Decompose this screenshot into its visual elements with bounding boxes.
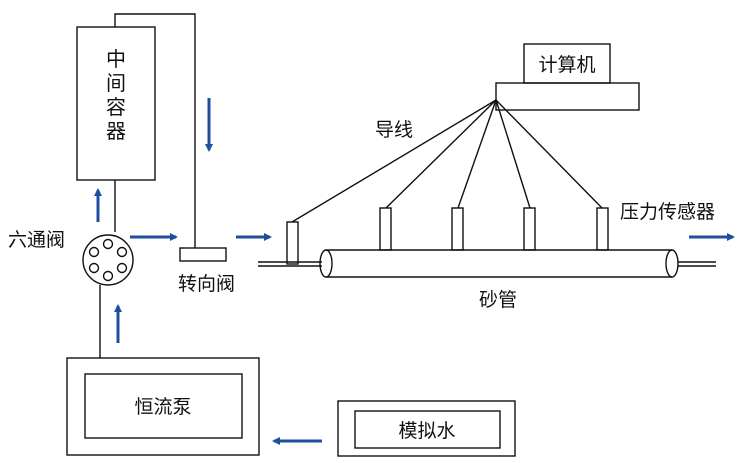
pressure-sensor-label: 压力传感器 [620, 201, 715, 223]
wire-1 [291, 99, 497, 223]
intermediate-container-box [76, 26, 156, 181]
pump-inner-box [84, 373, 243, 439]
intermediate-container-label-2: 间 [106, 71, 126, 95]
pressure-sensor-4 [523, 207, 536, 251]
pressure-sensor-2 [379, 207, 392, 251]
sand-tube-body [326, 249, 672, 278]
pump-outer-box [66, 357, 260, 456]
valve-port [88, 246, 100, 258]
water-outer-box [337, 400, 516, 457]
six-way-valve [82, 234, 134, 286]
wire-2 [385, 99, 497, 209]
simulated-water-label: 模拟水 [398, 420, 455, 442]
constant-flow-pump-label: 恒流泵 [134, 396, 191, 418]
valve-port [116, 246, 128, 258]
valve-port [88, 262, 100, 274]
six-way-valve-label: 六通阀 [8, 229, 65, 251]
diverter-valve-label: 转向阀 [178, 273, 235, 295]
intermediate-container-label-3: 容 [106, 95, 126, 119]
valve-port [116, 262, 128, 274]
water-inner-box [354, 410, 501, 449]
container-outlet-pipe [114, 13, 196, 248]
valve-port [102, 270, 114, 282]
computer-base [495, 82, 640, 111]
sand-tube-label: 砂管 [479, 289, 517, 311]
intermediate-container-label-4: 器 [106, 119, 126, 143]
wire-3 [457, 99, 497, 209]
diverter-valve-box [179, 247, 227, 262]
wire-5 [495, 99, 603, 209]
sand-tube-right-end [665, 249, 679, 278]
pressure-sensor-5 [596, 207, 609, 251]
intermediate-container-label-1: 中 [106, 47, 126, 71]
sand-tube-left-end [319, 249, 333, 278]
pressure-sensor-1 [286, 221, 299, 265]
pressure-sensor-3 [451, 207, 464, 251]
wire-label: 导线 [375, 119, 413, 141]
valve-port [102, 238, 114, 250]
computer-label: 计算机 [538, 54, 595, 76]
wire-4 [495, 99, 531, 209]
